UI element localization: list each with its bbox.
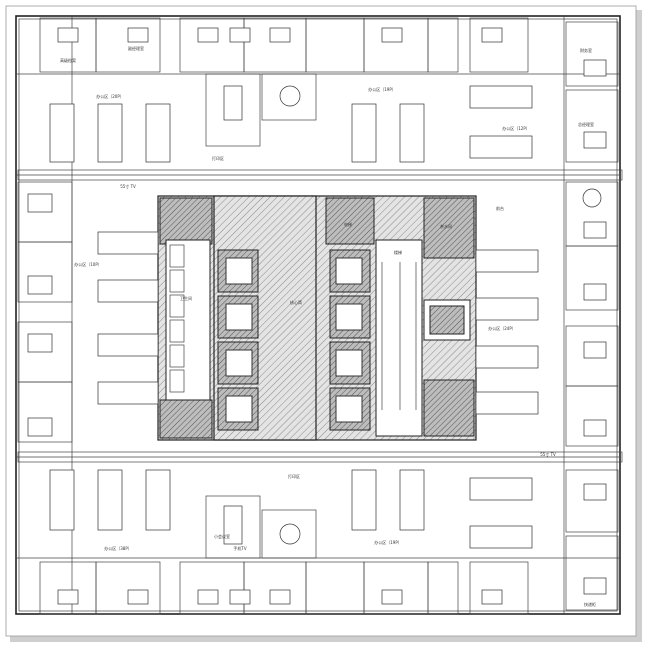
offices-east (565, 21, 619, 611)
desks-north-right (469, 85, 533, 159)
meeting-room-south (205, 495, 317, 559)
offices-south (39, 561, 529, 615)
desks-east (475, 249, 539, 415)
desks-north-center (351, 103, 425, 163)
label-archive-4: 总经理室 (578, 121, 594, 127)
label-open-sw: 办公区（38P） (104, 545, 132, 551)
label-stair: 楼梯 (394, 249, 402, 255)
label-open-n: 办公区（19P） (368, 86, 396, 92)
label-pantry: 茶水间 (440, 223, 452, 229)
restroom-stalls (169, 244, 185, 393)
label-open-w: 办公区（20P） (96, 93, 124, 99)
offices-west (17, 181, 73, 443)
label-archive-3: 财务室 (580, 47, 592, 53)
stair-well (375, 239, 423, 437)
label-restroom: 卫生间 (180, 295, 192, 301)
label-print-1: 打印区 (212, 155, 224, 161)
label-core: 核心筒 (290, 299, 302, 305)
label-print-2: 打印区 (288, 473, 300, 479)
elevator-bank-right (329, 249, 371, 431)
label-open-se: 办公区（19P） (374, 539, 402, 545)
label-open-e-left: 办公区（10P） (74, 261, 102, 267)
inner-wall-line (18, 18, 618, 612)
desks-west (97, 231, 159, 405)
label-open-e-right: 办公区（24P） (488, 325, 516, 331)
label-tv-1: 55寸 TV (120, 183, 136, 189)
label-elevator: 电梯 (344, 221, 352, 227)
label-archive-1: 高级档案 (60, 57, 76, 63)
stair-treads (381, 262, 417, 410)
meeting-round-east (582, 188, 602, 208)
offices-north (39, 17, 529, 73)
label-tv-2: 55寸 TV (540, 451, 556, 457)
label-mailbox: 快递柜 (584, 601, 596, 607)
label-area-ne: 办公区（12P） (502, 125, 530, 131)
desks-north-left (49, 103, 171, 163)
desks-south-right (469, 477, 533, 549)
desks-south-left (49, 469, 171, 531)
meeting-room-north (205, 73, 317, 147)
label-meeting-2: 手机TV (233, 545, 246, 551)
label-meeting-small: 小会议室 (214, 533, 230, 539)
elevator-bank-left (217, 249, 259, 431)
desks-south-center (351, 469, 425, 531)
label-archive-2: 副经理室 (128, 45, 144, 51)
label-reception: 前台 (496, 205, 504, 211)
